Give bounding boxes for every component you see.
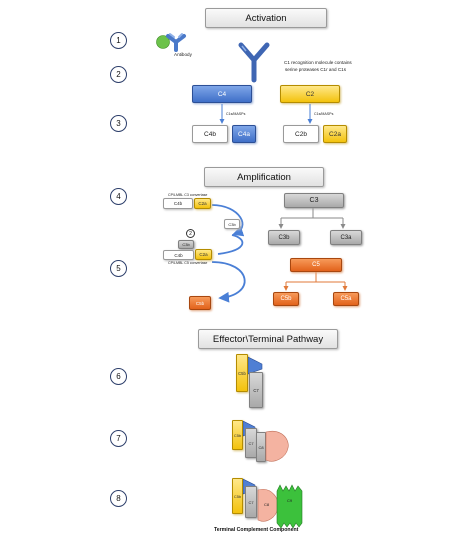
c5b-terminal-step8: C5b: [232, 478, 243, 514]
c4-arrow-label: C1s/MASPs: [226, 112, 246, 116]
c3a-box: C3a: [330, 230, 362, 245]
antibody-label: Antibody: [174, 52, 192, 57]
c8-label-step8: C8: [264, 502, 270, 507]
c1-note-line-2: serine proteases C1r and C1s: [285, 67, 347, 72]
c5b-small-box: C5b: [189, 296, 211, 310]
c4a-box: C4a: [232, 125, 256, 143]
c2-arrow-label: C1s/MASPs: [314, 112, 334, 116]
c5b-terminal-step6: C5b: [236, 354, 248, 392]
c2b-box: C2b: [283, 125, 319, 143]
c9-poly-green-step8: [276, 484, 303, 529]
c3b-box: C3b: [268, 230, 300, 245]
step-2-circle: 2: [110, 66, 127, 83]
inner-step-2-circle: 2: [186, 229, 195, 238]
c3b-small-box: C3b: [224, 219, 240, 229]
step-1-circle: 1: [110, 32, 127, 49]
amplification-banner: Amplification: [204, 167, 324, 187]
c1-recognition-molecule-icon: [238, 42, 270, 83]
step-8-circle: 8: [110, 490, 127, 507]
c2a-c5-convertase: C2a: [195, 249, 212, 260]
c6-shape-step6: [248, 356, 263, 375]
c2a-c3-convertase: C2a: [194, 198, 211, 209]
c5-convertase-label: CP/LMBL C5 convertase: [168, 261, 208, 265]
c2a-box: C2a: [323, 125, 347, 143]
c3b-on-convertase: C3b: [178, 240, 194, 249]
c4b-c5-convertase: C4b: [163, 250, 194, 260]
step-7-circle: 7: [110, 430, 127, 447]
c3-convertase-label: CP/LMBL C3 convertase: [168, 193, 208, 197]
terminal-complement-caption: Terminal Complement Component: [214, 527, 299, 533]
c7-shape-step6: C7: [249, 372, 263, 408]
c5-box: C5: [290, 258, 342, 272]
c5a-box: C5a: [333, 292, 359, 306]
step-6-circle: 6: [110, 368, 127, 385]
c4-box: C4: [192, 85, 252, 103]
c8-shape-step7: C8: [256, 432, 266, 462]
step-5-circle: 5: [110, 260, 127, 277]
c5b-box: C5b: [273, 292, 299, 306]
c9-label-step8: C9: [287, 498, 293, 503]
c2-box: C2: [280, 85, 340, 103]
c7-shape-step8: C7: [245, 486, 257, 518]
terminal-pathway-banner: Effector\Terminal Pathway: [198, 329, 338, 349]
step-4-circle: 4: [110, 188, 127, 205]
c4b-c3-convertase: C4b: [163, 198, 193, 209]
antibody-icon: [156, 33, 186, 52]
c3-box: C3: [284, 193, 344, 208]
activation-banner: Activation: [205, 8, 327, 28]
c5b-terminal-step7: C5b: [232, 420, 243, 450]
c1-note-line-1: C1 recognition molecule contains: [284, 60, 352, 65]
c9-pacman-step7: [265, 430, 289, 462]
step-3-circle: 3: [110, 115, 127, 132]
c4b-box: C4b: [192, 125, 228, 143]
